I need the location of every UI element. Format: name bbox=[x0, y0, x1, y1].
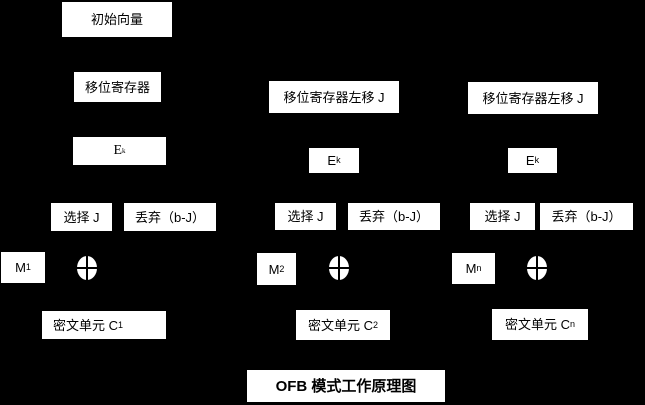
initial-vector-box: 初始向量 bbox=[62, 2, 172, 37]
discard-bj-box-3: 丢弃（b-J） bbox=[540, 203, 633, 230]
discard-bj-box-1: 丢弃（b-J） bbox=[124, 203, 216, 231]
m-subscript: 1 bbox=[25, 262, 31, 272]
m-subscript: n bbox=[476, 263, 482, 273]
ek-subscript: k bbox=[534, 155, 540, 165]
discard-bj-box-2: 丢弃（b-J） bbox=[348, 203, 440, 230]
ek-label: E bbox=[525, 153, 535, 168]
ek-subscript: k bbox=[336, 155, 341, 165]
ek-label: E bbox=[327, 153, 337, 168]
ciphertext-label: 密文单元 C bbox=[307, 317, 373, 333]
diagram-title: OFB 模式工作原理图 bbox=[247, 370, 445, 402]
m-label: M bbox=[465, 261, 477, 276]
ek-subscript: k bbox=[122, 146, 126, 155]
select-j-box-2: 选择 J bbox=[275, 203, 336, 230]
xor-icon bbox=[76, 255, 98, 281]
xor-icon bbox=[526, 255, 548, 281]
shift-register-box-1: 移位寄存器 bbox=[74, 72, 161, 102]
ciphertext-subscript: 2 bbox=[373, 319, 379, 330]
ciphertext-label: 密文单元 C bbox=[504, 317, 570, 332]
m-label: M bbox=[268, 261, 280, 277]
m-subscript: 2 bbox=[279, 263, 285, 274]
shift-register-left-box-2: 移位寄存器左移 J bbox=[269, 81, 399, 113]
ciphertext-label: 密文单元 C bbox=[53, 317, 119, 333]
select-j-box-3: 选择 J bbox=[470, 203, 535, 230]
xor-icon bbox=[328, 255, 350, 281]
ciphertext-subscript: 1 bbox=[118, 319, 124, 330]
shift-register-left-box-3: 移位寄存器左移 J bbox=[468, 82, 598, 114]
ek-label: E bbox=[113, 143, 123, 158]
ciphertext-subscript: n bbox=[570, 319, 576, 329]
select-j-box-1: 选择 J bbox=[51, 203, 112, 231]
m-label: M bbox=[15, 260, 26, 275]
